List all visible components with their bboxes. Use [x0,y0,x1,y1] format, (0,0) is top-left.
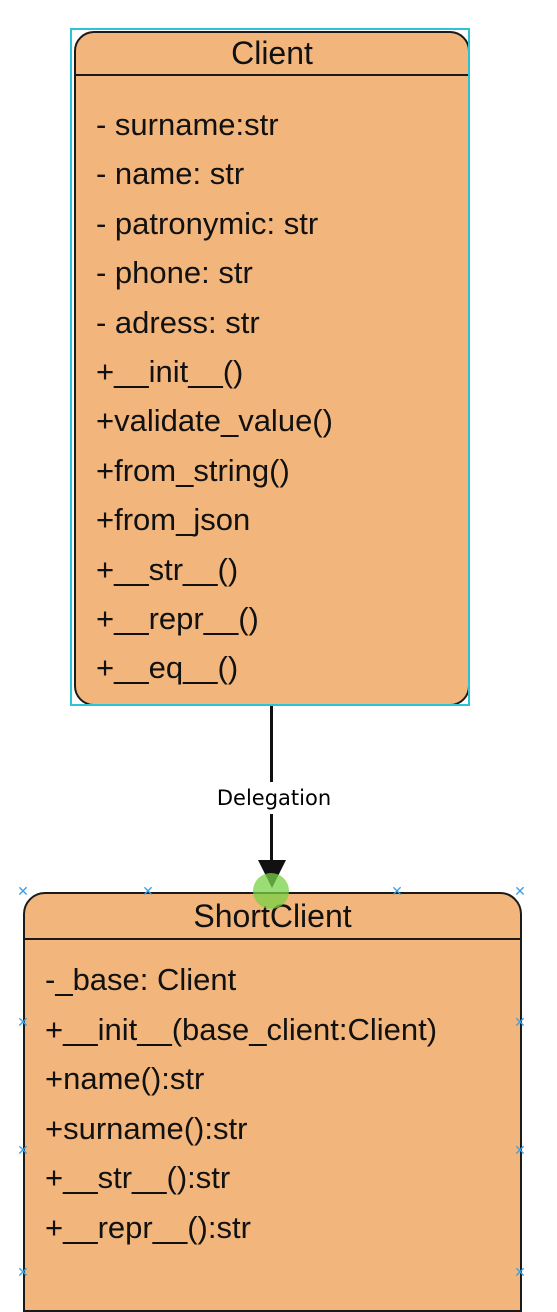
short-client-member: +__init__(base_client:Client) [45,1011,438,1047]
client-class-box[interactable]: Client - surname:str - name: str - patro… [74,31,470,706]
client-member: +__eq__() [96,650,239,686]
short-client-member: -_base: Client [45,962,237,997]
short-client-member: +surname():str [45,1110,248,1146]
client-member: - patronymic: str [96,205,319,241]
short-client-member: +__str__():str [45,1160,231,1195]
short-client-class-box[interactable]: ShortClient -_base: Client +__init__(bas… [23,892,522,1312]
client-member: - name: str [96,156,245,192]
resize-handle-icon[interactable]: ✕ [17,1015,29,1031]
client-member: +from_string() [96,452,290,488]
client-member: +validate_value() [96,403,333,439]
connection-point-indicator[interactable] [253,873,289,909]
resize-handle-icon[interactable]: ✕ [17,1265,29,1281]
client-class-title: Client [76,33,468,76]
client-member: - surname:str [96,107,279,142]
client-member: - adress: str [96,304,260,340]
client-members-list: - surname:str - name: str - patronymic: … [76,76,468,693]
short-client-members-list: -_base: Client +__init__(base_client:Cli… [25,940,520,1252]
delegation-label: Delegation [194,782,354,814]
resize-handle-icon[interactable]: ✕ [142,884,154,900]
client-member: +from_json [96,502,251,538]
resize-handle-icon[interactable]: ✕ [17,884,29,900]
client-member: +__repr__() [96,601,259,637]
resize-handle-icon[interactable]: ✕ [514,1015,526,1031]
short-client-member: +name():str [45,1061,205,1096]
resize-handle-icon[interactable]: ✕ [514,884,526,900]
resize-handle-icon[interactable]: ✕ [17,1143,29,1159]
resize-handle-icon[interactable]: ✕ [391,884,403,900]
resize-handle-icon[interactable]: ✕ [514,1265,526,1281]
client-member: +__str__() [96,551,239,587]
client-member: - phone: str [96,255,253,291]
resize-handle-icon[interactable]: ✕ [514,1143,526,1159]
client-member: +__init__() [96,354,244,390]
short-client-member: +__repr__():str [45,1209,251,1245]
